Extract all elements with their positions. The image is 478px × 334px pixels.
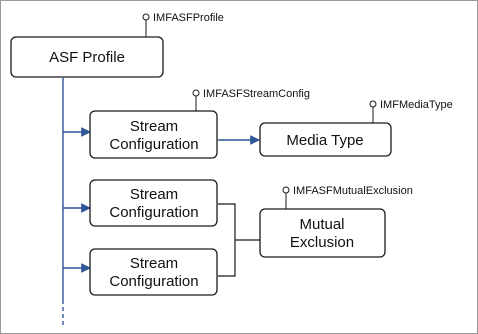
stream-config-2-line2: Configuration [109,204,198,221]
iface-label-mediatype: IMFMediaType [380,99,453,111]
mutual-exclusion-line2: Exclusion [290,234,354,251]
iface-imfasfstreamconfig: IMFASFStreamConfig [192,88,310,112]
iface-imfasfprofile: IMFASFProfile [142,12,224,38]
iface-imfmediatype: IMFMediaType [369,99,453,124]
stream-config-1-line1: Stream [130,118,178,135]
iface-imfasfmutualexclusion: IMFASFMutualExclusion [282,185,413,210]
node-stream-config-2: Stream Configuration [89,179,218,227]
mutual-exclusion-bracket [218,203,236,277]
node-media-type: Media Type [259,122,392,157]
stream-config-1-line2: Configuration [109,136,198,153]
iface-label-mutualexclusion: IMFASFMutualExclusion [293,185,413,197]
media-type-label: Media Type [286,132,363,149]
node-asf-profile: ASF Profile [10,36,164,78]
iface-label-streamconfig: IMFASFStreamConfig [203,88,310,100]
iface-label-profile: IMFASFProfile [153,12,224,24]
node-mutual-exclusion: Mutual Exclusion [259,208,386,258]
mutual-exclusion-line1: Mutual [299,216,344,233]
node-stream-config-3: Stream Configuration [89,248,218,296]
stream-config-3-line2: Configuration [109,273,198,290]
stream-config-2-line1: Stream [130,186,178,203]
node-stream-config-1: Stream Configuration [89,110,218,159]
stream-config-3-line1: Stream [130,255,178,272]
asf-profile-label: ASF Profile [49,49,125,66]
